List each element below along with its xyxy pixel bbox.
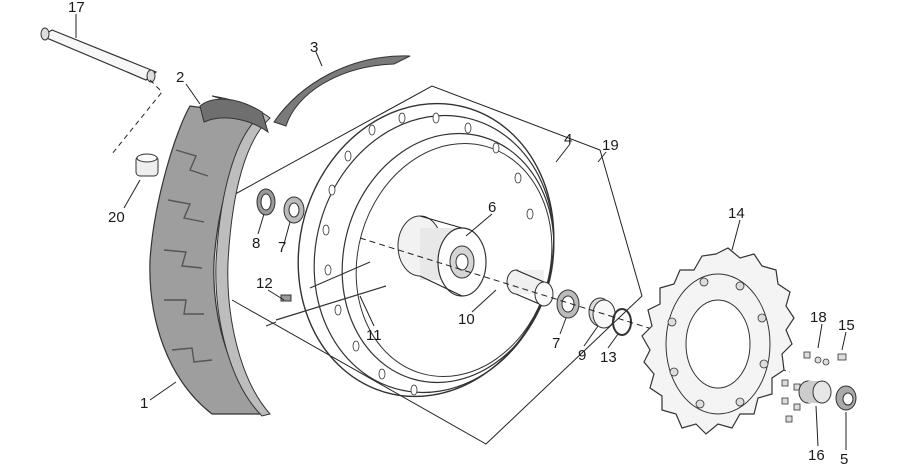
assembly-outline: [227, 85, 643, 445]
label-7-left: 7: [278, 239, 286, 256]
tire-bead: [199, 98, 269, 134]
hub-spacer: [506, 269, 554, 307]
label-12: 12: [256, 275, 273, 292]
axle-nut: [835, 385, 857, 411]
bearing-right: [556, 289, 580, 319]
label-16: 16: [808, 447, 825, 464]
label-15: 15: [838, 317, 855, 334]
label-17: 17: [68, 0, 85, 16]
rim-tape: [273, 55, 411, 127]
seal-left: [256, 188, 276, 216]
label-11: 11: [366, 327, 382, 344]
tire: [149, 95, 271, 417]
label-3: 3: [310, 39, 318, 56]
label-13: 13: [600, 349, 617, 366]
leader-lines: [75, 14, 847, 450]
label-9: 9: [578, 347, 586, 364]
spokes: [265, 261, 387, 327]
label-6: 6: [488, 199, 496, 216]
brake-disc: [641, 247, 795, 435]
label-5: 5: [840, 451, 848, 468]
label-14: 14: [728, 205, 745, 222]
label-18: 18: [810, 309, 827, 326]
label-19: 19: [602, 137, 619, 154]
label-20: 20: [108, 209, 125, 226]
rim: [297, 102, 555, 398]
label-1: 1: [140, 395, 148, 412]
axle: [40, 27, 163, 155]
axle-spacer: [798, 380, 832, 404]
hub: [397, 215, 487, 297]
spacer-bush: [135, 153, 159, 177]
label-4: 4: [564, 131, 572, 148]
nipple: [280, 294, 292, 302]
label-7-right: 7: [552, 335, 560, 352]
bearing-left: [283, 196, 305, 224]
label-2: 2: [176, 69, 184, 86]
disc-bolts: [781, 351, 847, 423]
part-labels: 17 2 3 4 19 6 14 20 1 8 7 12 11 10 7 9 1…: [68, 0, 855, 468]
label-10: 10: [458, 311, 475, 328]
label-8: 8: [252, 235, 260, 252]
